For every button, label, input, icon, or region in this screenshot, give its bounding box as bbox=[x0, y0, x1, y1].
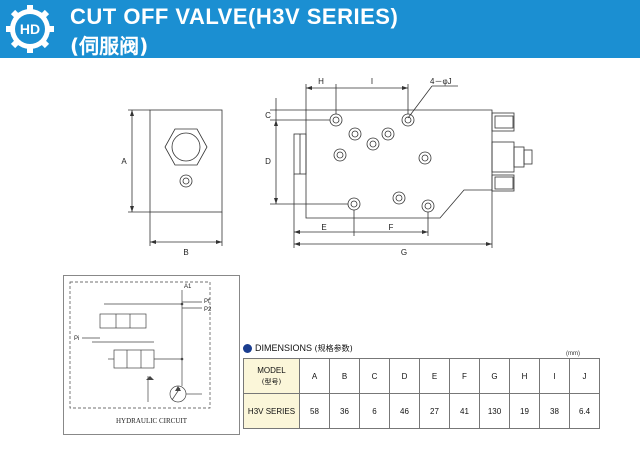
header-cell: J bbox=[569, 358, 600, 394]
dimensions-table: MODEL (型号) A B C D E F G H I J H3V SERIES… bbox=[243, 358, 600, 429]
dim-label-e: E bbox=[321, 223, 326, 232]
header-cell: E bbox=[419, 358, 450, 394]
value-cell: 130 bbox=[479, 393, 510, 429]
dim-label-a: A bbox=[121, 157, 127, 166]
dim-label-g: G bbox=[401, 248, 407, 257]
hole-spec-label: 4－φJ bbox=[430, 77, 452, 86]
table-row: H3V SERIES 58 36 6 46 27 41 130 19 38 6.… bbox=[243, 393, 600, 429]
dim-label-i: I bbox=[371, 77, 373, 86]
page-title: CUT OFF VALVE(H3V SERIES) bbox=[70, 4, 399, 29]
value-cell: 36 bbox=[329, 393, 360, 429]
value-cell: 58 bbox=[299, 393, 330, 429]
header-cell: G bbox=[479, 358, 510, 394]
hydraulic-circuit-diagram: A1 Pf P2 Pi bbox=[69, 281, 212, 409]
value-cell: 27 bbox=[419, 393, 450, 429]
value-cell: 46 bbox=[389, 393, 420, 429]
dim-label-b: B bbox=[183, 248, 188, 257]
bullet-icon bbox=[243, 344, 252, 354]
circuit-caption: HYDRAULIC CIRCUIT bbox=[116, 417, 187, 425]
header-cell: C bbox=[359, 358, 390, 394]
header-cell: I bbox=[539, 358, 570, 394]
dim-label-c: C bbox=[265, 111, 271, 120]
model-header-cn: (型号) bbox=[261, 377, 282, 386]
dim-label-f: F bbox=[389, 223, 394, 232]
value-cell: 38 bbox=[539, 393, 570, 429]
value-cell: 6 bbox=[359, 393, 390, 429]
model-header: MODEL bbox=[257, 365, 286, 375]
dim-label-d: D bbox=[265, 157, 271, 166]
unit-label: (mm) bbox=[566, 351, 580, 357]
port-a1-label: A1 bbox=[184, 284, 192, 290]
dimensions-heading: DIMENSIONS (规格参数) bbox=[243, 343, 353, 354]
dimensions-title-cn: (规格参数) bbox=[314, 344, 353, 353]
header-banner: HD CUT OFF VALVE(H3V SERIES) (伺服阀) bbox=[0, 0, 640, 58]
header-cell: D bbox=[389, 358, 420, 394]
value-cell: 19 bbox=[509, 393, 540, 429]
value-cell: 6.4 bbox=[569, 393, 600, 429]
dim-label-h: H bbox=[318, 77, 324, 86]
page-subtitle: (伺服阀) bbox=[70, 34, 149, 58]
header-cell: B bbox=[329, 358, 360, 394]
header-cell: A bbox=[299, 358, 330, 394]
model-cell: H3V SERIES bbox=[243, 393, 300, 429]
technical-drawing: A B H I C D E F G 4－φJ bbox=[121, 77, 533, 257]
hydraulic-circuit-panel: A1 Pf P2 Pi HYDRAULIC CIRCUIT bbox=[63, 275, 240, 435]
port-pf-label: Pf bbox=[204, 299, 210, 305]
dimensions-title: DIMENSIONS bbox=[255, 343, 313, 353]
logo-text: HD bbox=[20, 21, 40, 37]
port-pi-label: Pi bbox=[74, 336, 79, 342]
port-p2-label: P2 bbox=[204, 307, 212, 313]
header-cell: F bbox=[449, 358, 480, 394]
model-header-cell: MODEL (型号) bbox=[243, 358, 300, 394]
company-logo: HD bbox=[6, 5, 54, 53]
header-cell: H bbox=[509, 358, 540, 394]
table-header-row: MODEL (型号) A B C D E F G H I J bbox=[243, 358, 600, 394]
value-cell: 41 bbox=[449, 393, 480, 429]
